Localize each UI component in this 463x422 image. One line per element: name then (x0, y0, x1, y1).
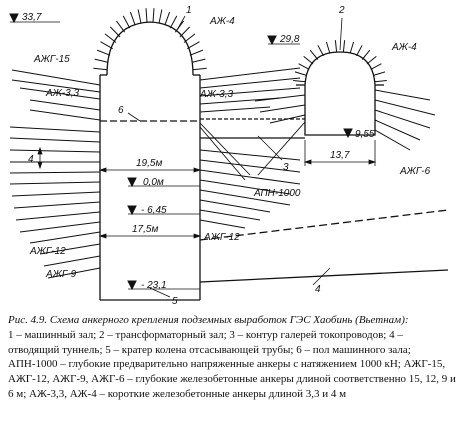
transformer-hall-crown-anchors (293, 40, 387, 83)
short-anchor (104, 33, 117, 43)
label-n3: 3 (283, 162, 289, 173)
short-anchor (115, 20, 126, 33)
elev-marker-m23-1 (127, 280, 137, 291)
label-n1: 1 (186, 5, 192, 16)
elev-marker-9-55 (343, 128, 353, 139)
label-elev-33-7: 33,7 (22, 12, 42, 23)
label-elev-0-0: 0,0м (143, 177, 164, 188)
label-elev-9-55: 9,55 (355, 129, 375, 140)
short-anchor (164, 11, 171, 26)
label-n5: 5 (172, 296, 178, 307)
label-azh4-transformer: АЖ-4 (391, 42, 417, 53)
elev-marker-0-0 (127, 177, 137, 188)
short-anchor (187, 41, 200, 50)
short-anchor (356, 45, 363, 57)
short-anchor (317, 45, 324, 57)
label-azh4-machine: АЖ-4 (209, 16, 235, 27)
label-azhg15: АЖГ-15 (33, 54, 70, 65)
label-azhg12-right: АЖГ-12 (203, 232, 240, 243)
label-azhg12-left: АЖГ-12 (29, 246, 66, 257)
short-anchor (137, 9, 142, 24)
short-anchor (174, 20, 185, 33)
short-anchor (158, 9, 163, 24)
short-anchor (109, 26, 121, 38)
label-azhg6: АЖГ-6 (399, 166, 431, 177)
tailrace-tunnel-top (199, 209, 449, 241)
short-anchor (366, 56, 377, 65)
label-dim-13-7: 13,7 (330, 150, 350, 161)
short-anchor (325, 41, 331, 54)
elev-marker-29-8 (267, 35, 277, 46)
short-anchor (303, 56, 314, 65)
short-anchor (94, 58, 109, 63)
short-anchor (183, 33, 196, 43)
short-anchor (293, 80, 306, 83)
short-anchor (309, 49, 319, 60)
figure-caption: Рис. 4.9. Схема анкерного крепления подз… (8, 313, 456, 402)
label-azh33-right: АЖ-3,3 (199, 89, 234, 100)
short-anchor (169, 15, 178, 29)
short-anchor (361, 49, 371, 60)
short-anchor (129, 11, 136, 26)
label-n6: 6 (118, 105, 124, 116)
short-anchor (189, 49, 204, 56)
elev-marker-33-7 (9, 13, 19, 24)
short-anchor (349, 41, 355, 54)
machine-hall-crown-anchors (93, 8, 207, 71)
elev-marker-m6-45 (127, 205, 137, 216)
tailrace-tunnel-bottom (199, 269, 449, 283)
short-anchor (298, 63, 310, 70)
label-elev-m23-1: - 23,1 (141, 280, 167, 291)
label-n2: 2 (338, 5, 345, 16)
short-anchor (294, 71, 307, 76)
anchor-scheme-drawing: 1 2 3 4 5 6 33,7 29,8 9,55 0,0м - 6,45 -… (9, 5, 449, 307)
label-dim-19-5: 19,5м (136, 158, 162, 169)
label-elev-m6-45: - 6,45 (141, 205, 167, 216)
short-anchor (374, 80, 387, 83)
label-azh33-left: АЖ-3,3 (45, 88, 80, 99)
short-anchor (191, 58, 206, 63)
short-anchor (192, 67, 207, 71)
short-anchor (179, 26, 191, 38)
label-dim-17-5: 17,5м (132, 224, 158, 235)
short-anchor (342, 40, 346, 53)
short-anchor (145, 8, 148, 23)
short-anchor (370, 63, 382, 70)
short-anchor (373, 71, 386, 76)
label-anchor-spacing: 4 (28, 154, 34, 165)
short-anchor (96, 49, 111, 56)
short-anchor (100, 41, 113, 50)
short-anchor (334, 40, 338, 53)
caption-body: 1 – машинный зал; 2 – трансформаторный з… (8, 328, 456, 400)
machine-hall-outline (106, 21, 194, 76)
short-anchor (152, 8, 155, 23)
label-apn1000: АПН-1000 (253, 188, 301, 199)
short-anchor (93, 67, 108, 71)
caption-title: Рис. 4.9. Схема анкерного крепления подз… (8, 314, 409, 326)
transformer-hall-outline (304, 51, 376, 136)
label-azhg9: АЖГ-9 (45, 269, 77, 280)
short-anchor (122, 15, 131, 29)
label-elev-29-8: 29,8 (279, 34, 300, 45)
label-n4: 4 (315, 284, 321, 295)
